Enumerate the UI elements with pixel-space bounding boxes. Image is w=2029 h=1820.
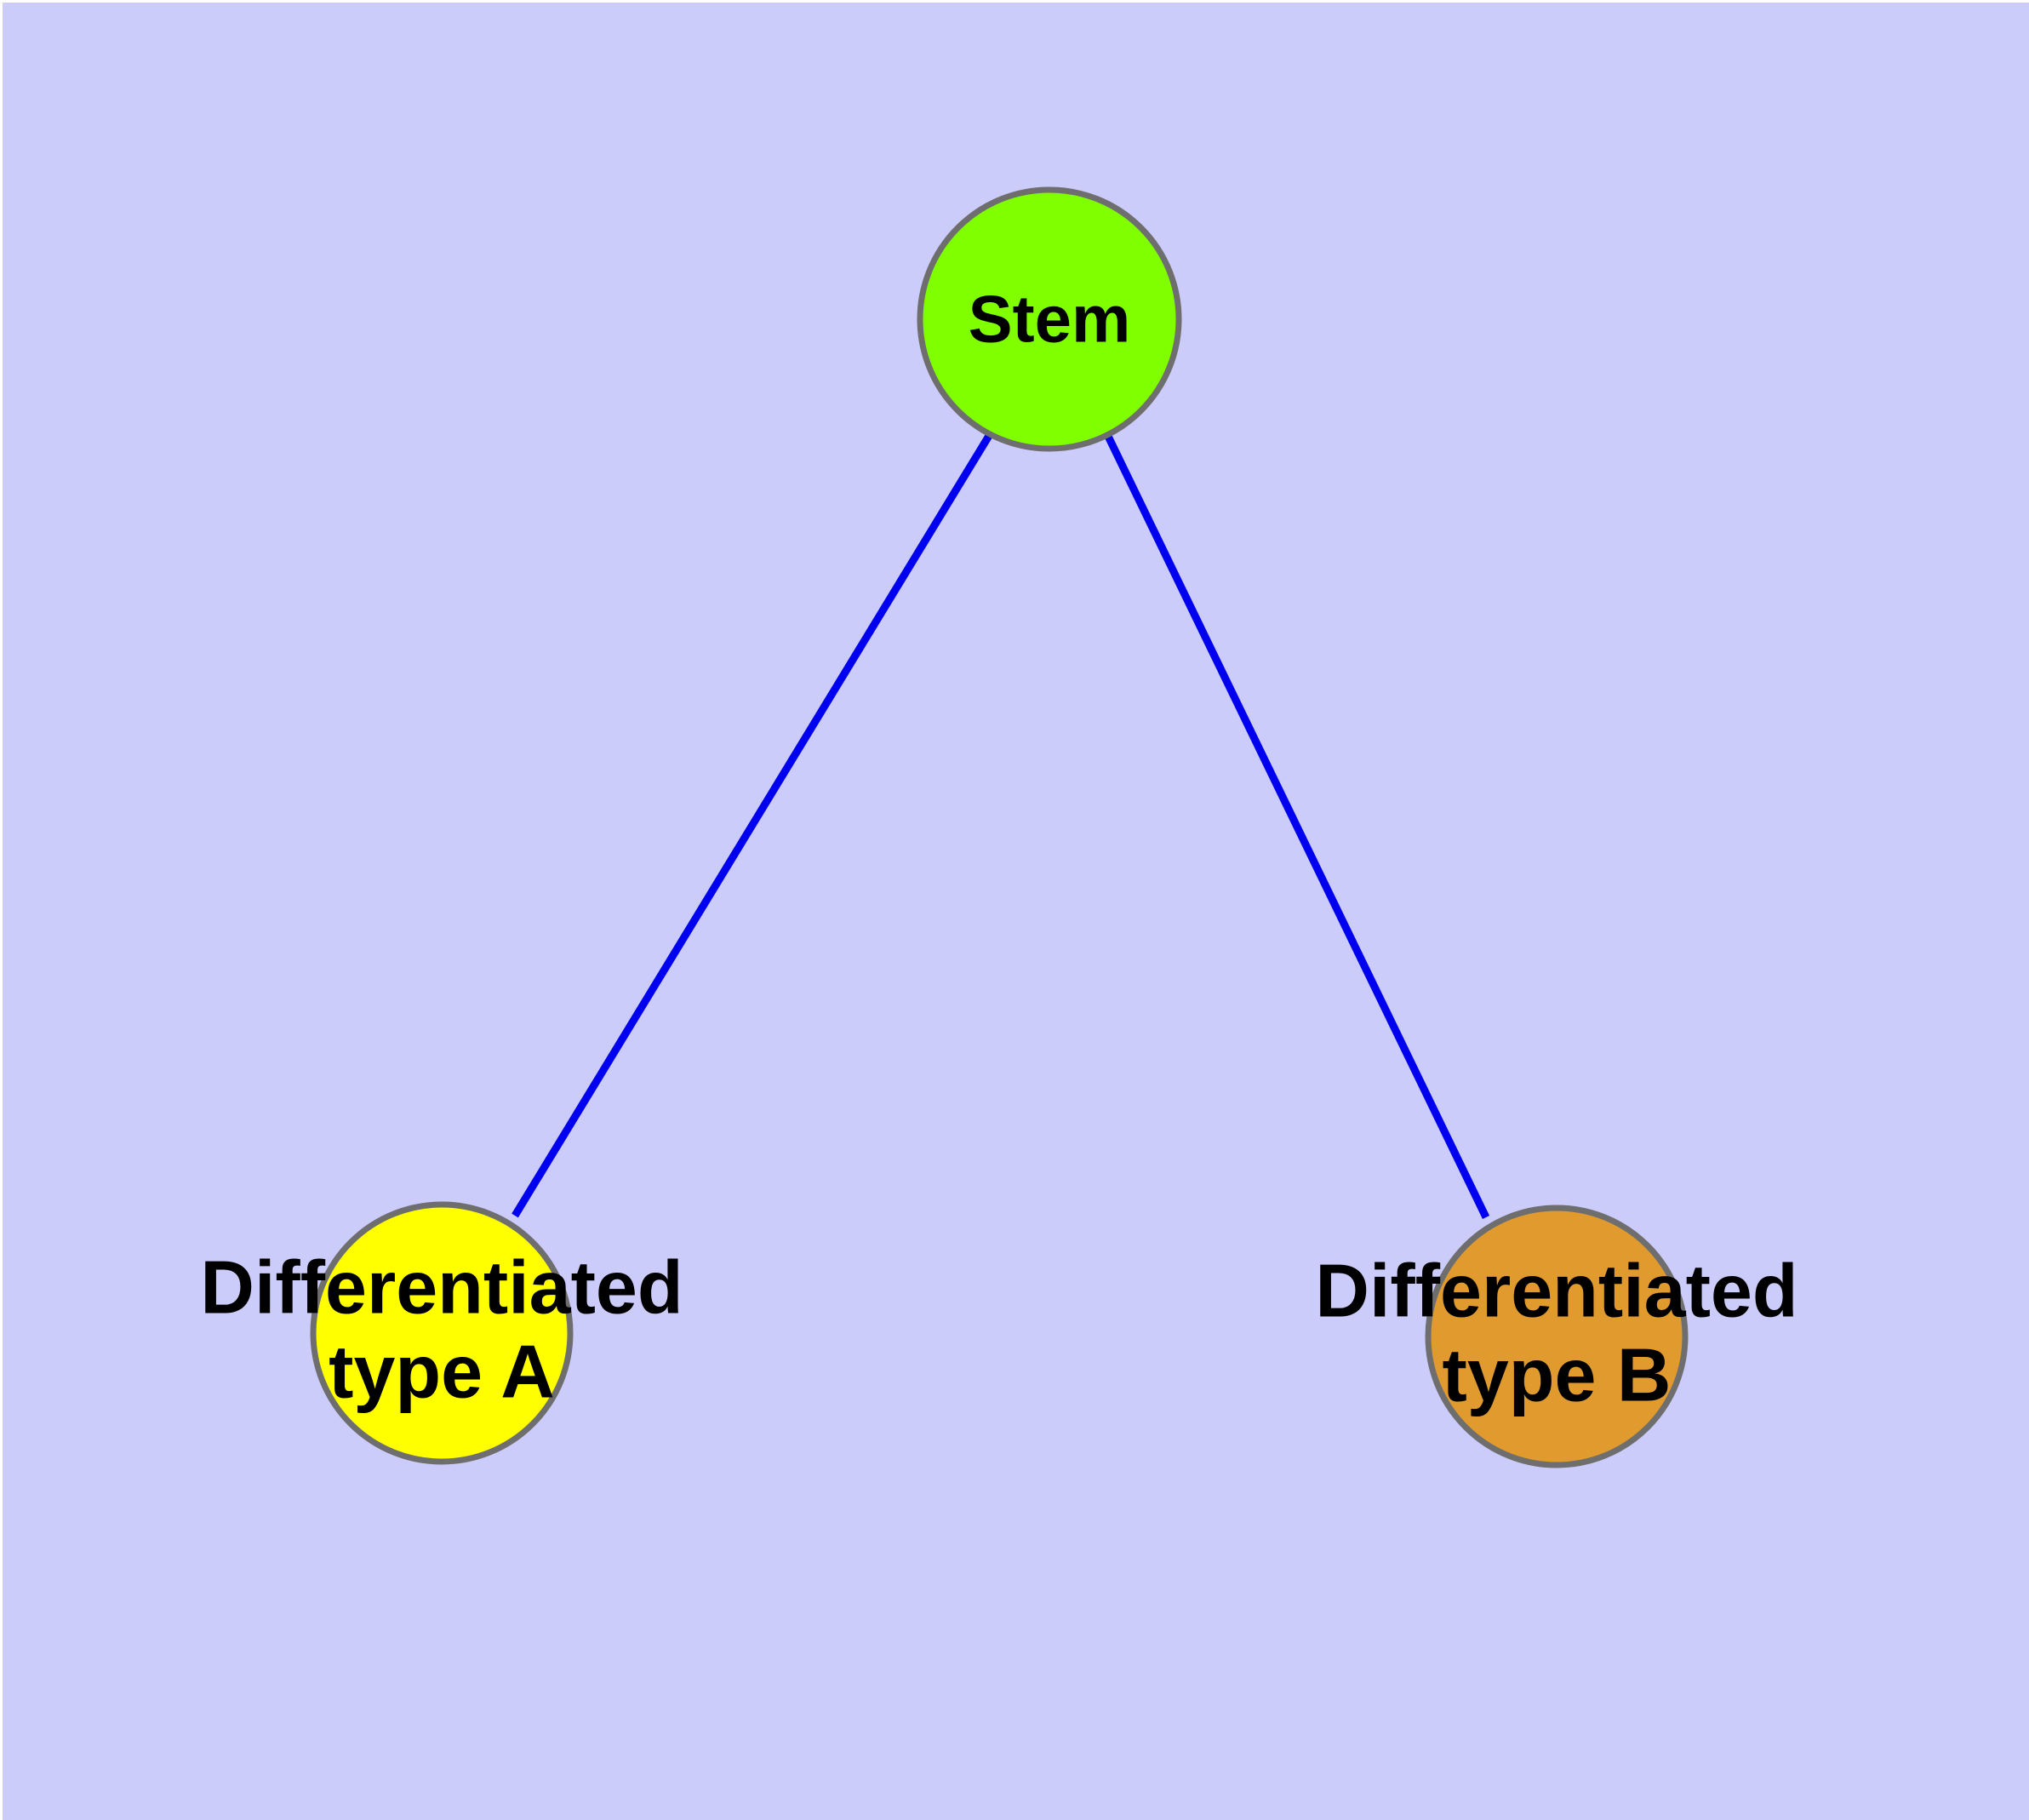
node-circle-stem[interactable]: [917, 186, 1182, 452]
node-circle-differentiated-type-a[interactable]: [310, 1201, 574, 1465]
edge-stem-to-differentiated-type-b[interactable]: [1099, 424, 1490, 1219]
node-layer: [310, 186, 1689, 1468]
edge-stem-to-differentiated-type-a[interactable]: [512, 425, 997, 1218]
node-circle-differentiated-type-b[interactable]: [1425, 1205, 1689, 1468]
edge-layer: [512, 424, 1490, 1219]
